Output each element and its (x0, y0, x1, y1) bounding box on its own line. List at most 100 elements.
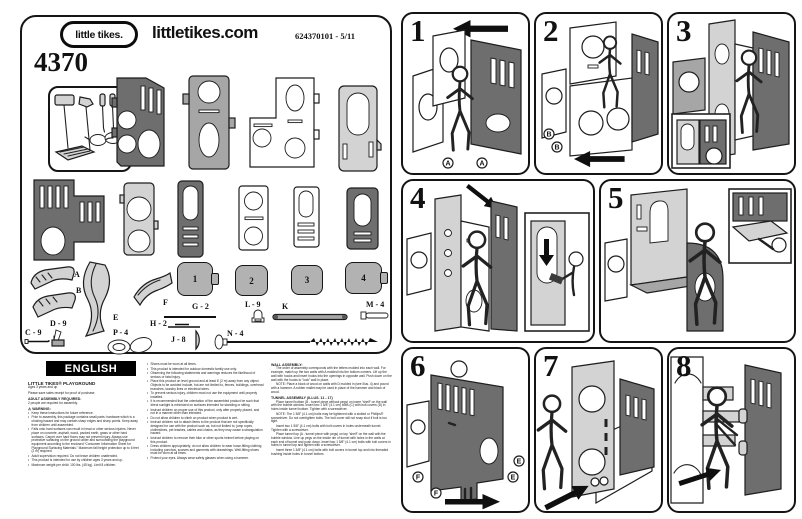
rod-H (168, 323, 200, 328)
safety-item: Instruct children to remove their bike o… (147, 436, 264, 444)
part-label-C: C - 9 (25, 328, 42, 337)
step-4-illustration (406, 181, 590, 332)
tunnel-number: 1 (192, 274, 198, 284)
callout-F: F (430, 487, 442, 499)
step-number: 7 (543, 348, 559, 383)
wall-panel-dark-2 (346, 187, 379, 250)
wall-panel-white-circles (238, 185, 269, 251)
step-box-1: 1 A A (401, 12, 530, 175)
person-figure (536, 394, 568, 491)
mallet-icon (54, 94, 75, 149)
step-5-inset (728, 188, 792, 264)
svg-text:B: B (554, 145, 559, 152)
part-label-B: B (76, 286, 82, 295)
receipt-line: Please save sales receipt for proof of p… (28, 390, 96, 395)
wall-assembly-note: NOTE: Place a block of wood on walls wit… (271, 382, 389, 394)
text-column-1: LITTLE TIKES® PLAYGROUND Ages 3 years an… (28, 381, 140, 468)
step-box-2: 2 B B (534, 12, 663, 175)
callout-F: F (412, 471, 424, 483)
part-label-J: J - 8 (171, 335, 186, 344)
part-label-K: K (282, 302, 289, 311)
rod-G (164, 316, 216, 318)
warning-item: Falls onto hard surfaces can result in h… (28, 427, 140, 454)
wall-panel-dark-1 (111, 77, 165, 167)
text-column-2: Shoes must be worn at all times. This pr… (147, 362, 264, 461)
part-label-A: A (74, 270, 80, 279)
part-label-M: M - 4 (366, 300, 385, 309)
step-number: 4 (410, 180, 426, 215)
lag-screw-N (214, 334, 378, 350)
language-label: ENGLISH (64, 362, 118, 375)
safety-item: Instruct children not to attach items to… (147, 420, 264, 436)
caps-P (107, 337, 153, 355)
tunnel-piece-1: 1 (177, 262, 219, 296)
wall-assembly-heading: WALL ASSEMBLY: (271, 363, 303, 367)
warning-list: Keep these instructions for future refer… (28, 411, 140, 468)
step-3-illustration (671, 19, 790, 169)
callout-A: A (476, 157, 488, 169)
step-number: 6 (410, 348, 426, 383)
callout-B: B (543, 128, 555, 140)
screw-C (24, 339, 50, 344)
wall-assembly-para: The order of assembly corresponds with t… (271, 366, 392, 382)
hammer-icon (548, 272, 564, 285)
tunnel-assembly-note: NOTE: The 1 5/8” (4.1 cm) bolts may be t… (271, 411, 387, 424)
safety-item: Protect your eyes. Always wear safety gl… (147, 456, 264, 461)
part-label-H: H - 2 (150, 319, 167, 328)
wall-panel-light-circles (119, 182, 159, 256)
safety-item: Instruct children on proper use of this … (147, 408, 264, 416)
part-label-D: D - 9 (50, 319, 67, 328)
part-label-F: F (163, 298, 168, 307)
tunnel-assembly-para: Place tunnel top (A - tunnel piece with … (271, 432, 391, 448)
wall-panel-light-1 (338, 85, 382, 172)
warning-heading: ⚠ WARNING: (28, 407, 51, 412)
svg-text:B: B (546, 132, 551, 139)
tunnel-tab (211, 272, 219, 286)
warning-item: This product is intended for use by chil… (28, 459, 140, 463)
safety-item: Do not allow children to climb on produc… (147, 416, 264, 421)
age-line: Ages 3 years and up (28, 385, 58, 390)
adult-assembly-line: 2 people are required for assembly. (28, 400, 78, 405)
safety-item: This product is intended for outdoor dom… (147, 367, 264, 372)
hammer-icon (78, 96, 94, 151)
adult-assembly-heading: ADULT ASSEMBLY REQUIRED. (28, 397, 82, 402)
wall-panel-white-slats (293, 186, 320, 248)
tunnel-assembly-para: Insert three 1 5/8” (4.1 cm) bolts with … (271, 448, 389, 456)
step-box-6: 6 F F E E (401, 347, 530, 513)
step-number: 3 (676, 13, 692, 48)
safety-list: Shoes must be worn at all times. This pr… (147, 362, 264, 461)
warning-item: Maximum weight per child: 100 lbs. (45 k… (28, 463, 140, 468)
model-number: 4370 (34, 47, 88, 77)
step-2-illustration: B B (541, 21, 659, 168)
product-title: LITTLE TIKES® PLAYGROUND (28, 381, 96, 386)
clip-L (251, 309, 265, 323)
safety-item: It is recommended that the orientation o… (147, 399, 264, 407)
tunnel-assembly-para: Insert two 1 5/8” (4.1 cm) bolts with bo… (271, 423, 382, 432)
tunnel-number: 3 (304, 275, 310, 285)
website-text: littletikes.com (152, 23, 258, 42)
svg-text:F: F (416, 475, 421, 482)
doc-number: 624370101 - 5/11 (295, 31, 355, 41)
part-label-G: G - 2 (192, 302, 209, 311)
svg-text:E: E (517, 459, 522, 466)
step-4-inset (524, 212, 590, 332)
wall-panel-dark-slats (33, 179, 105, 261)
wall-panel-dark-arch (177, 180, 204, 258)
step-3-inset (671, 113, 731, 169)
step-box-7: 7 (534, 347, 663, 515)
tunnel-number: 4 (361, 273, 366, 283)
warning-item: Adult supervision required. Do not leave… (28, 454, 140, 459)
person-head (450, 360, 468, 378)
wall-panel-white-L (249, 77, 320, 168)
tunnel-piece-4: 4 (345, 262, 388, 294)
tunnel-assembly-para: Place tunnel bottom (B - tunnel piece wi… (271, 399, 387, 412)
svg-text:F: F (434, 491, 439, 498)
step-number: 1 (410, 13, 426, 48)
slide-E (82, 261, 111, 337)
tunnel-piece-2: 2 (235, 265, 268, 296)
tunnel-number: 2 (249, 275, 254, 286)
step-box-4: 4 (401, 179, 595, 343)
svg-text:A: A (479, 161, 484, 168)
bolt-M (360, 311, 389, 320)
text-column-3: WALL ASSEMBLY: The order of assembly cor… (271, 363, 392, 458)
